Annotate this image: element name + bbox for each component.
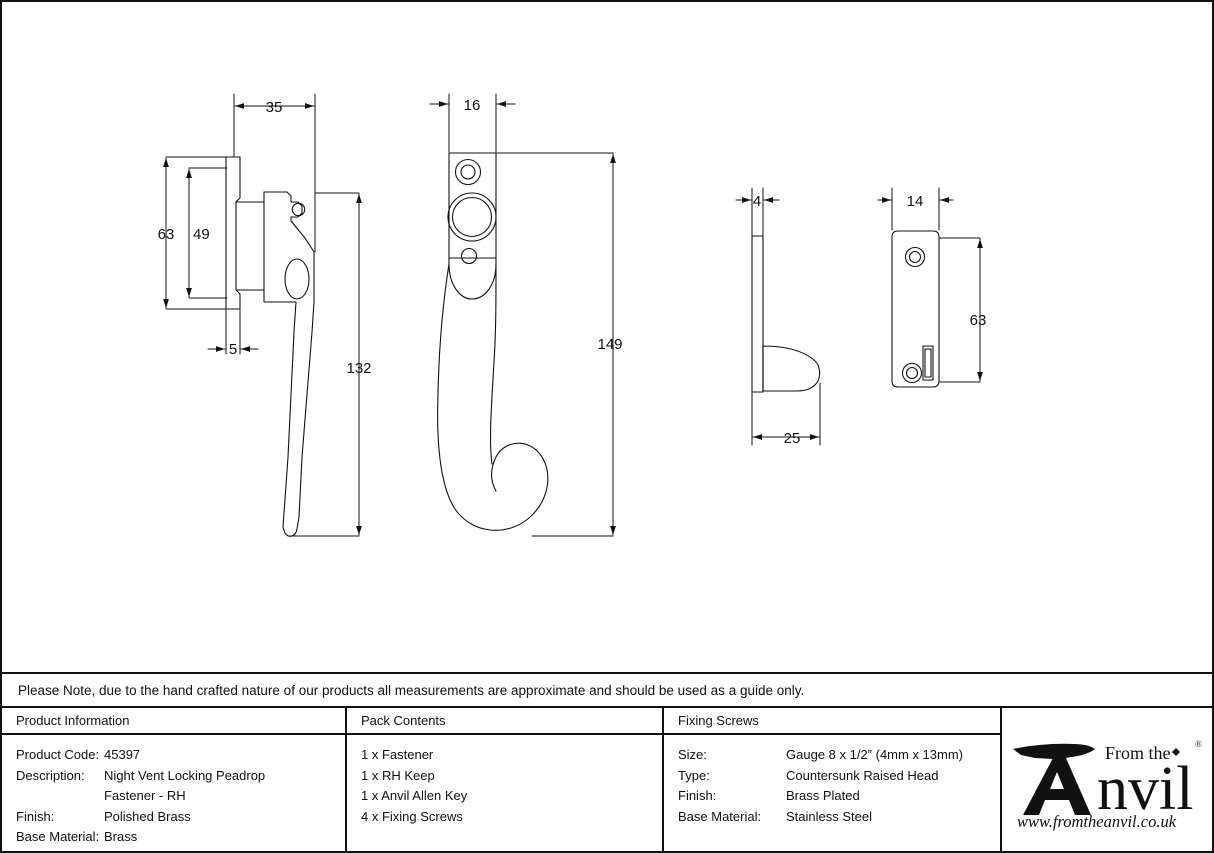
- dim-label-4: 4: [753, 193, 761, 210]
- dim-63: [163, 156, 228, 310]
- table-row: Base Material: Stainless Steel: [678, 807, 1000, 828]
- list-item: 1 x RH Keep: [361, 767, 435, 783]
- row-label: Size:: [678, 747, 707, 762]
- dim-4: [735, 187, 780, 236]
- row-value: Countersunk Raised Head: [786, 767, 939, 783]
- row-label: Base Material:: [678, 808, 762, 824]
- table-row: Finish: Brass Plated: [678, 786, 1000, 807]
- dim-label-49: 49: [193, 226, 210, 243]
- dim-label-149: 149: [597, 336, 622, 353]
- dim-label-132: 132: [346, 360, 371, 377]
- dim-49: [186, 167, 228, 299]
- logo-anvil-text: nvil: [1097, 755, 1193, 823]
- product-information-heading: Product Information: [2, 708, 345, 735]
- table-row: Fastener - RH: [16, 786, 345, 807]
- row-value: 45397: [104, 747, 141, 762]
- fixing-screws-body: Size: Gauge 8 x 1/2” (4mm x 13mm) Type: …: [664, 735, 1000, 827]
- list-item: 1 x Fastener: [361, 747, 434, 762]
- dim-label-35: 35: [266, 99, 283, 116]
- pack-contents-heading: Pack Contents: [347, 708, 662, 735]
- dim-149: [496, 152, 616, 537]
- row-value: Night Vent Locking Peadrop: [104, 767, 266, 783]
- side-view-fastener: [225, 156, 315, 537]
- front-view-keep: [891, 230, 940, 388]
- info-table: Product Information Product Code: 45397 …: [2, 706, 1212, 853]
- row-value: Gauge 8 x 1/2” (4mm x 13mm): [786, 747, 963, 762]
- anvil-icon: [1013, 743, 1095, 815]
- table-row: Product Code: 45397: [16, 745, 345, 766]
- front-view-fastener: [437, 152, 549, 531]
- row-label: Description:: [16, 767, 85, 783]
- row-value: Brass Plated: [786, 788, 860, 804]
- row-label: Type:: [678, 767, 710, 783]
- dim-label-63: 63: [158, 226, 175, 243]
- note-text: Please Note, due to the hand crafted nat…: [18, 682, 805, 698]
- brand-logo-cell: From the ® nvil www.fromtheanvil.co.uk: [1002, 708, 1212, 853]
- pack-contents-body: 1 x Fastener 1 x RH Keep 1 x Anvil Allen…: [347, 735, 662, 827]
- table-row: Size: Gauge 8 x 1/2” (4mm x 13mm): [678, 745, 1000, 766]
- dim-14: [877, 187, 954, 231]
- drawing-canvas: 35 63 49 5 132 16 149 4 25 14 63: [2, 2, 1212, 672]
- dim-label-63-keep: 63: [970, 312, 987, 329]
- diamond-icon: [1172, 747, 1180, 756]
- pack-contents-column: Pack Contents 1 x Fastener 1 x RH Keep 1…: [347, 708, 664, 853]
- dim-5: [207, 309, 259, 355]
- list-item: 4 x Fixing Screws: [361, 808, 463, 824]
- product-information-column: Product Information Product Code: 45397 …: [2, 708, 347, 853]
- dim-label-14: 14: [907, 193, 924, 210]
- row-value: Stainless Steel: [786, 808, 872, 824]
- table-row: Description: Night Vent Locking Peadrop: [16, 766, 345, 787]
- dim-63-keep: [939, 237, 983, 383]
- logo-registered-mark: ®: [1195, 739, 1202, 749]
- dim-label-5: 5: [229, 341, 237, 358]
- dim-132: [287, 192, 362, 537]
- row-label: Finish:: [16, 808, 55, 824]
- list-item: 1 x Anvil Allen Key: [361, 788, 468, 804]
- row-label: [16, 786, 104, 807]
- logo-from-the-text: From the: [1105, 743, 1171, 763]
- from-the-anvil-logo: From the ® nvil www.fromtheanvil.co.uk: [1009, 731, 1205, 831]
- row-label: Product Code:: [16, 747, 100, 762]
- product-information-body: Product Code: 45397 Description: Night V…: [2, 735, 345, 848]
- row-value: Fastener - RH: [104, 788, 186, 804]
- table-row: Base Material: Brass: [16, 827, 345, 848]
- note-bar: Please Note, due to the hand crafted nat…: [2, 672, 1212, 706]
- side-view-keep: [751, 235, 821, 393]
- dim-35: [233, 93, 316, 253]
- table-row: Finish: Polished Brass: [16, 807, 345, 828]
- logo-url-text: www.fromtheanvil.co.uk: [1017, 812, 1177, 831]
- row-value: Polished Brass: [104, 808, 191, 824]
- fixing-screws-heading: Fixing Screws: [664, 708, 1000, 735]
- dim-25: [751, 382, 821, 446]
- table-row: Type: Countersunk Raised Head: [678, 766, 1000, 787]
- row-value: Brass: [104, 829, 138, 845]
- dim-label-25: 25: [784, 430, 801, 447]
- dim-16: [429, 93, 516, 153]
- fixing-screws-column: Fixing Screws Size: Gauge 8 x 1/2” (4mm …: [664, 708, 1002, 853]
- row-label: Base Material:: [16, 829, 100, 845]
- row-label: Finish:: [678, 788, 717, 804]
- dim-label-16: 16: [464, 97, 481, 114]
